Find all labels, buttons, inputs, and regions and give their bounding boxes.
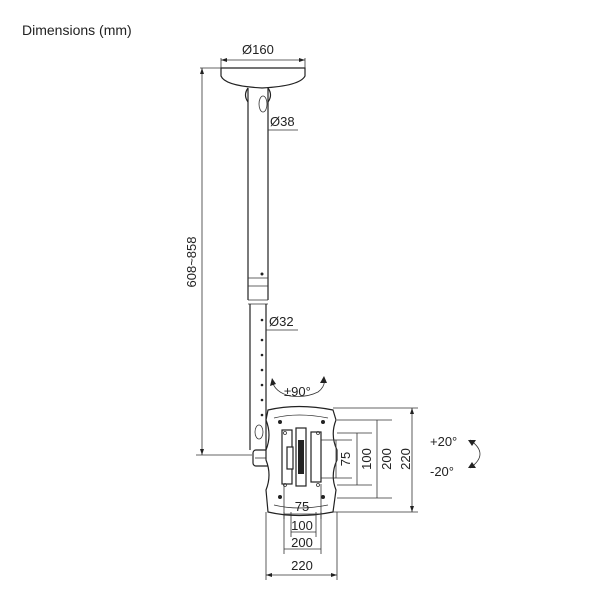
vesa-horizontal-220-label: 220 [291, 558, 313, 573]
tilt-up-label: +20° [430, 434, 457, 449]
ceiling-plate [220, 58, 306, 89]
vesa-vertical-220-label: 220 [398, 448, 413, 470]
horizontal-vesa-dimensions [265, 484, 338, 580]
tilt-indicator [468, 439, 481, 469]
vesa-horizontal-75-label: 75 [295, 499, 309, 514]
height-range-label: 608~858 [184, 237, 199, 288]
vesa-vertical-75-label: 75 [338, 452, 353, 466]
swivel-indicator [270, 376, 327, 397]
vertical-vesa-dimensions [321, 407, 418, 513]
vesa-vertical-200-label: 200 [379, 448, 394, 470]
drawing-title: Dimensions (mm) [22, 22, 132, 38]
upper-pole-diameter-label: Ø38 [270, 114, 295, 129]
vesa-horizontal-100-label: 100 [291, 518, 313, 533]
vesa-vertical-100-label: 100 [359, 448, 374, 470]
upper-pole [244, 87, 272, 305]
lower-pole-diameter-label: Ø32 [269, 314, 294, 329]
swivel-label: ±90° [284, 384, 311, 399]
lower-pole [249, 304, 267, 450]
tilt-down-label: -20° [430, 464, 454, 479]
height-dimension-line [196, 67, 252, 456]
ceiling-plate-diameter-label: Ø160 [242, 42, 274, 57]
vesa-horizontal-200-label: 200 [291, 535, 313, 550]
